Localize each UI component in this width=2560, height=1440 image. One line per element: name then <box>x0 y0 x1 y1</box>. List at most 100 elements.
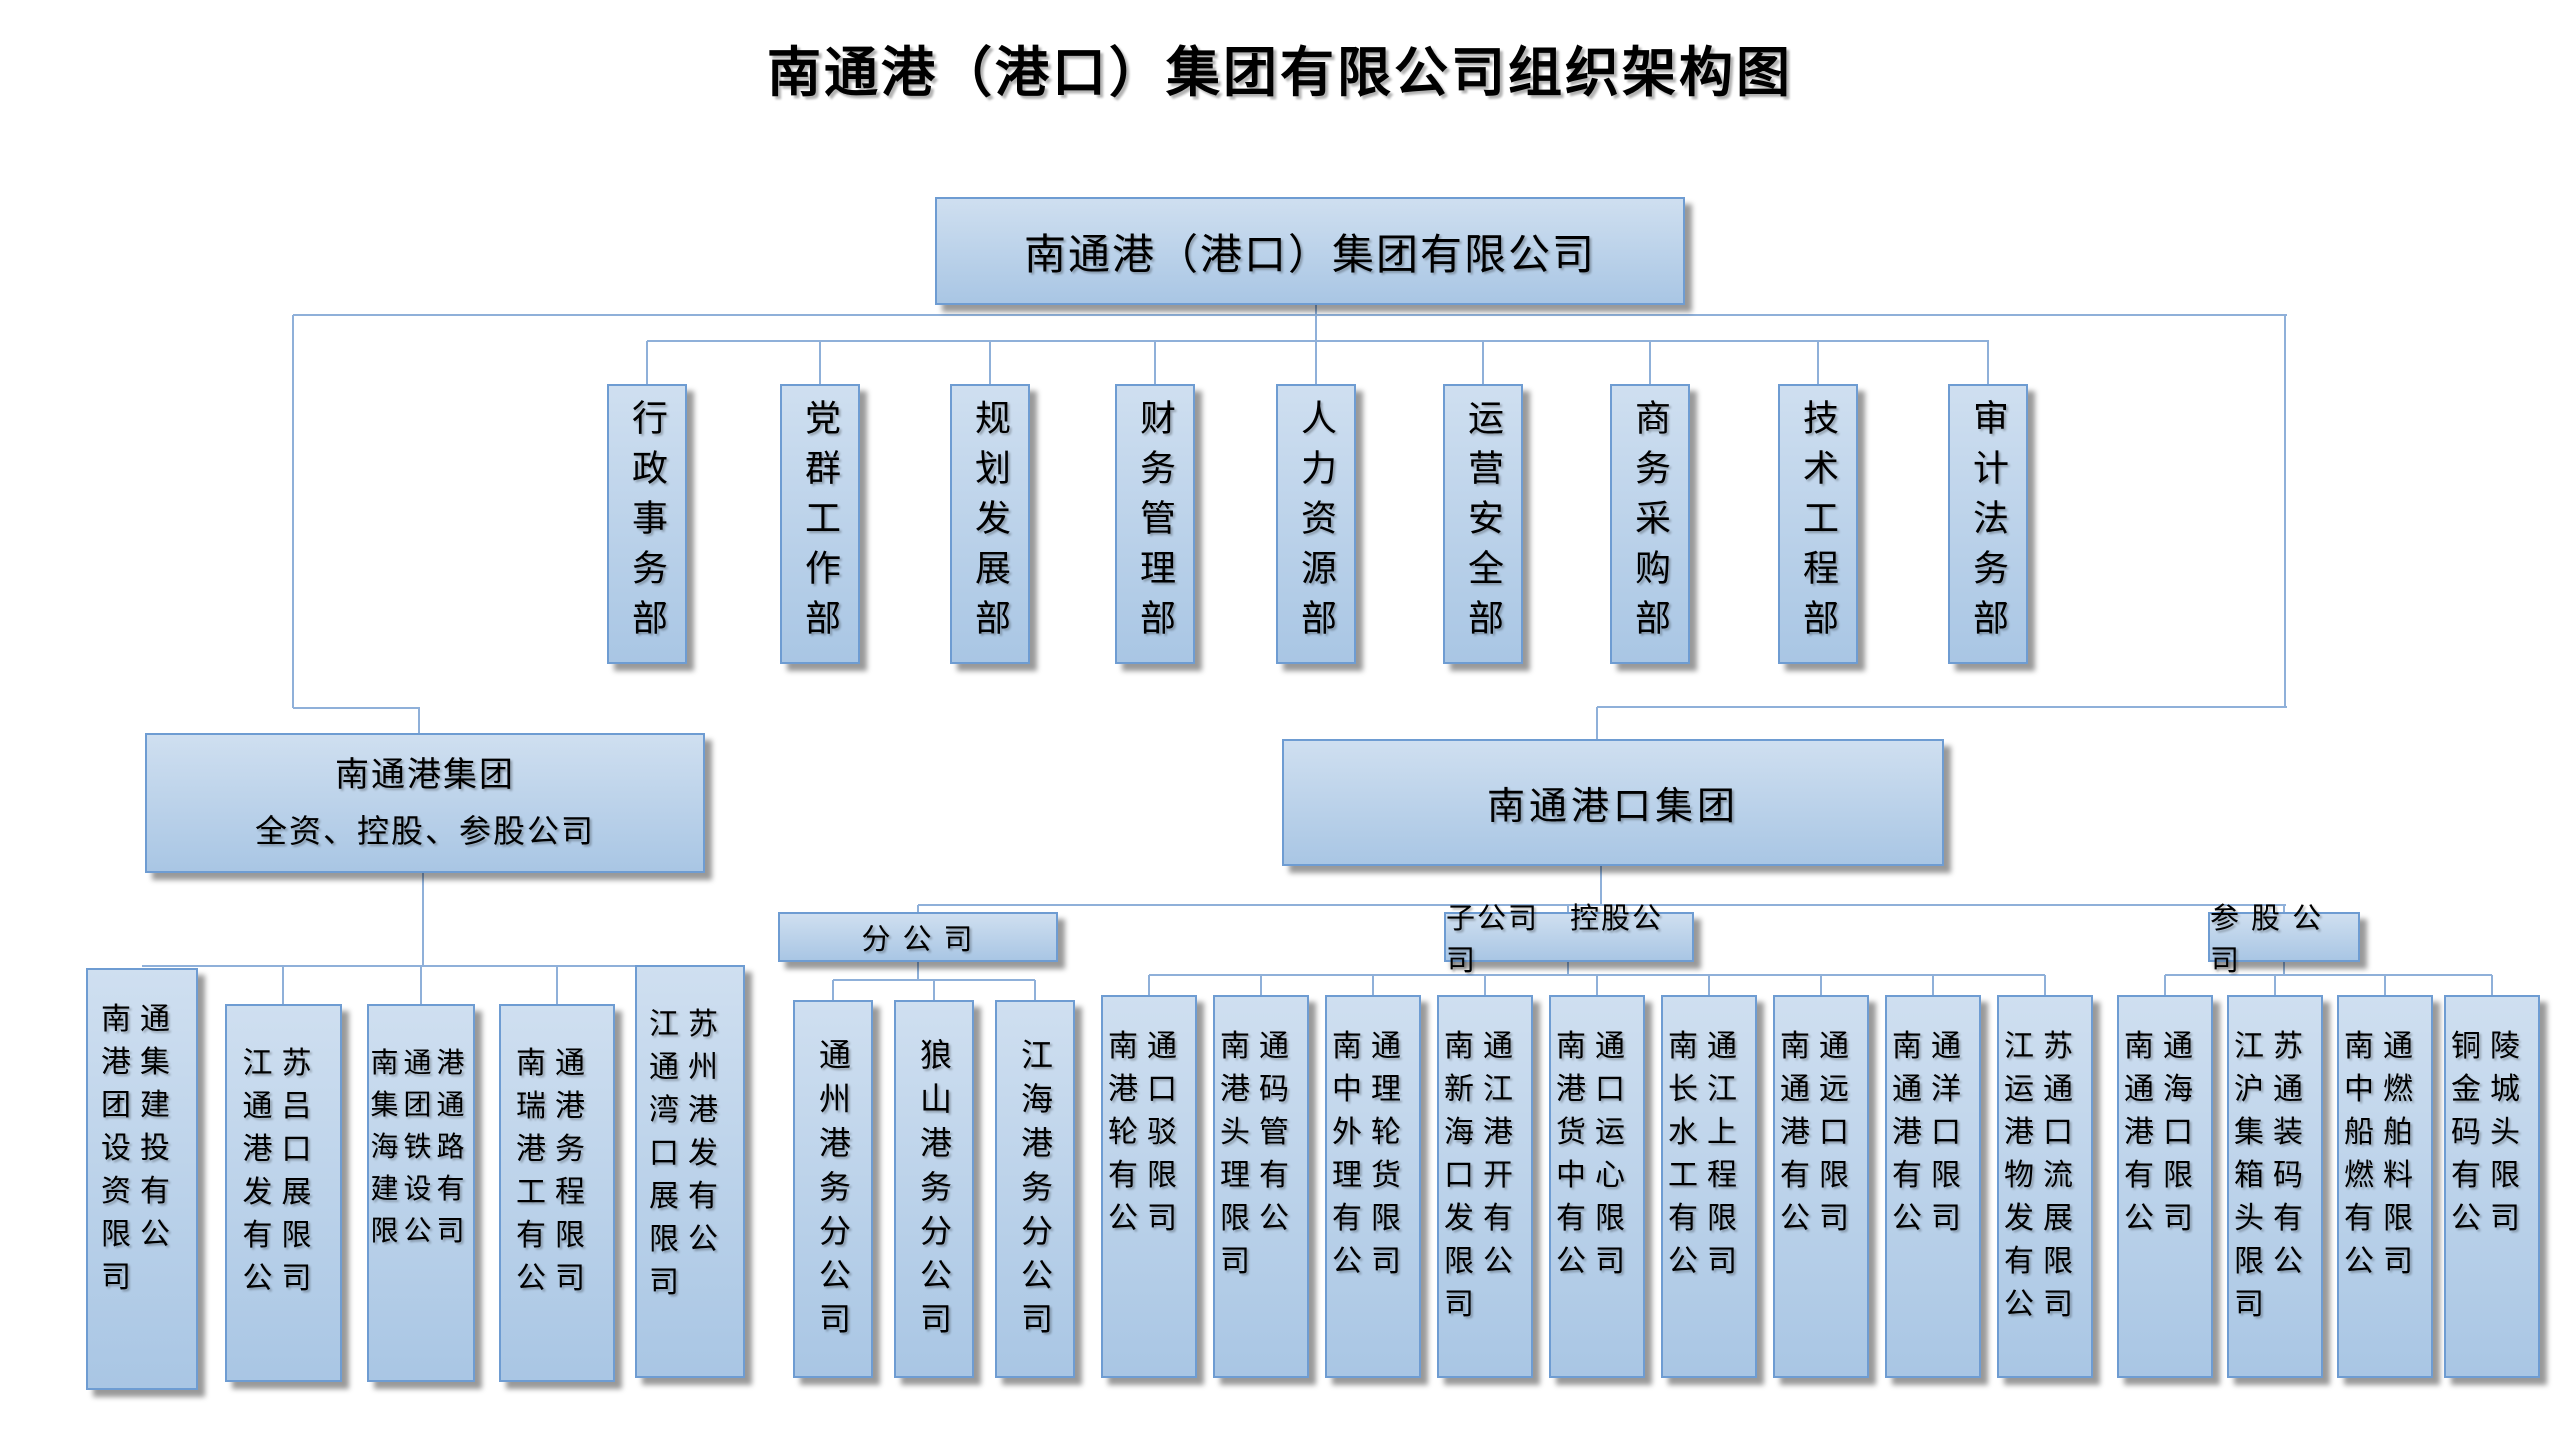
company-box-label: 南通通海港口有限公司 <box>2124 1030 2202 1235</box>
company-box: 通州港务分公司 <box>793 1000 873 1378</box>
dept-box: 行政事务部 <box>607 384 687 664</box>
company-box: 南通中理外轮理货有限公司 <box>1325 995 1421 1378</box>
left-company-box: 南通港集团通海铁路建设有限公司 <box>367 1004 475 1382</box>
connector-line <box>2284 315 2286 707</box>
connector-line <box>819 341 821 384</box>
group-label: 子公司 控股公司 <box>1446 903 1664 977</box>
dept-label: 技术工程部 <box>1798 399 1839 649</box>
connector-line <box>989 341 991 384</box>
connector-line <box>1372 975 1374 995</box>
left-company-box: 南通瑞港港务工程有限公司 <box>499 1004 615 1382</box>
dept-label: 财务管理部 <box>1135 399 1176 649</box>
company-box: 南通新江海港口开发有限公司 <box>1437 995 1533 1378</box>
connector-line <box>647 340 1989 342</box>
org-root-label: 南通港（港口）集团有限公司 <box>1023 230 1596 278</box>
dept-label: 党群工作部 <box>800 399 841 649</box>
group-label: 参 股 公 司 <box>2210 903 2324 977</box>
left-branch-title: 南通港集团 <box>335 756 515 794</box>
dept-box: 运营安全部 <box>1443 384 1523 664</box>
connector-line <box>2283 905 2285 912</box>
dept-box: 规划发展部 <box>950 384 1030 664</box>
connector-line <box>2283 962 2285 975</box>
company-box: 南通通海港口有限公司 <box>2117 995 2213 1378</box>
connector-line <box>1482 341 1484 384</box>
company-box: 铜陵金城码头有限公司 <box>2444 995 2540 1378</box>
left-company-box: 南通港集团建设投资有限公司 <box>86 968 198 1390</box>
connector-line <box>2164 975 2166 995</box>
left-company-box-label: 江苏通州湾港口发展有限公司 <box>649 1008 727 1299</box>
connector-line <box>917 962 919 980</box>
right-branch-box: 南通港口集团 <box>1282 739 1944 866</box>
connector-line <box>292 315 294 708</box>
connector-line <box>1315 305 1317 384</box>
company-box: 南通中燃船舶燃料有限公司 <box>2337 995 2433 1378</box>
company-box-label: 通州港务分公司 <box>815 1038 851 1346</box>
connector-line <box>1600 866 1602 905</box>
connector-line <box>2274 975 2276 995</box>
dept-label: 行政事务部 <box>627 399 668 649</box>
dept-box: 审计法务部 <box>1948 384 2028 664</box>
dept-label: 审计法务部 <box>1968 399 2009 649</box>
connector-line <box>1567 962 1569 975</box>
company-box-label: 南通中燃船舶燃料有限公司 <box>2344 1030 2422 1278</box>
connector-line <box>1260 975 1262 995</box>
left-company-box-label: 江苏通吕港口发展有限公司 <box>242 1047 321 1295</box>
connector-line <box>1649 341 1651 384</box>
connector-line <box>420 966 422 1004</box>
connector-line <box>1597 706 2287 708</box>
connector-line <box>1932 975 1934 995</box>
company-box-label: 南通港码头管理有限公司 <box>1220 1030 1298 1278</box>
connector-line <box>422 873 424 966</box>
company-box-label: 南通港口货运中心有限公司 <box>1556 1030 1634 1278</box>
dept-label: 商务采购部 <box>1630 399 1671 649</box>
company-box-label: 南通中理外轮理货有限公司 <box>1332 1030 1410 1278</box>
company-box-label: 江海港务分公司 <box>1017 1038 1053 1346</box>
connector-line <box>1596 707 1598 739</box>
company-box: 南通长江水上工程有限公司 <box>1661 995 1757 1378</box>
connector-line <box>1034 980 1036 1000</box>
connector-line <box>2491 975 2493 995</box>
dept-box: 党群工作部 <box>780 384 860 664</box>
group-label-box: 分 公 司 <box>778 912 1058 962</box>
group-label: 分 公 司 <box>861 924 975 956</box>
org-root-box: 南通港（港口）集团有限公司 <box>935 197 1685 305</box>
company-box: 江苏运通港口物流发展有限公司 <box>1997 995 2093 1378</box>
company-box: 江海港务分公司 <box>995 1000 1075 1378</box>
company-box-label: 南通港口轮驳有限公司 <box>1108 1030 1186 1235</box>
dept-label: 运营安全部 <box>1463 399 1504 649</box>
connector-line <box>933 980 935 1000</box>
group-label-box: 子公司 控股公司 <box>1444 903 1694 977</box>
left-company-box-label: 南通港集团建设投资有限公司 <box>101 1003 179 1294</box>
connector-line <box>646 341 648 384</box>
connector-line <box>1154 341 1156 384</box>
connector-line <box>2044 975 2046 995</box>
connector-line <box>282 966 284 1004</box>
left-company-box: 江苏通吕港口发展有限公司 <box>225 1004 342 1382</box>
company-box-label: 南通通远港口有限公司 <box>1780 1030 1858 1235</box>
connector-line <box>556 966 558 1004</box>
connector-line <box>2384 975 2386 995</box>
company-box: 南通通洋港口有限公司 <box>1885 995 1981 1378</box>
dept-box: 技术工程部 <box>1778 384 1858 664</box>
company-box-label: 南通新江海港口开发有限公司 <box>1444 1030 1522 1321</box>
connector-line <box>1987 341 1989 384</box>
company-box: 南通通远港口有限公司 <box>1773 995 1869 1378</box>
company-box: 狼山港务分公司 <box>894 1000 974 1378</box>
company-box: 江苏沪通集装箱码头有限公司 <box>2227 995 2323 1378</box>
connector-line <box>293 314 2287 316</box>
dept-label: 规划发展部 <box>970 399 1011 649</box>
connector-line <box>1820 975 1822 995</box>
left-company-box-label: 南通瑞港港务工程有限公司 <box>516 1047 594 1295</box>
company-box: 南通港口货运中心有限公司 <box>1549 995 1645 1378</box>
group-label-box: 参 股 公 司 <box>2208 903 2360 977</box>
connector-line <box>293 707 420 709</box>
connector-line <box>142 965 690 967</box>
left-branch-box: 南通港集团 全资、控股、参股公司 <box>145 733 705 873</box>
company-box-label: 江苏运通港口物流发展有限公司 <box>2004 1030 2082 1321</box>
dept-box: 商务采购部 <box>1610 384 1690 664</box>
connector-line <box>1817 341 1819 384</box>
connector-line <box>418 708 420 733</box>
connector-line <box>918 904 2286 906</box>
connector-line <box>1567 905 1569 912</box>
